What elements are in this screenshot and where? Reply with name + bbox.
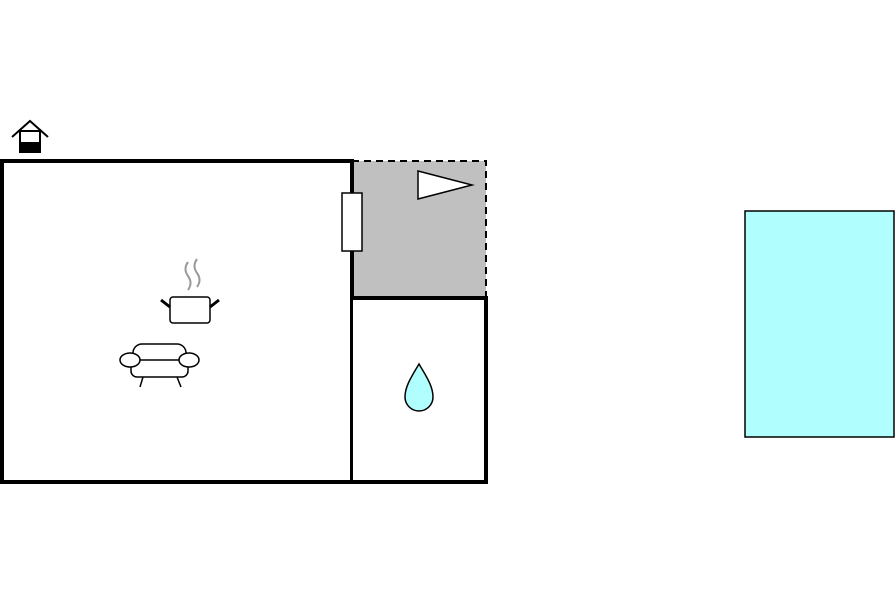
- entrance-icon: [11, 119, 49, 153]
- terrace-door: [341, 192, 363, 252]
- sofa-icon: [119, 343, 200, 388]
- swimming-pool: [744, 210, 895, 438]
- cooking-pot-icon: [160, 258, 220, 324]
- terrace-dashed-edge: [352, 160, 487, 298]
- bathroom-outer-wall: [352, 296, 488, 484]
- water-drop-icon: [404, 362, 434, 412]
- terrace-flag-icon: [417, 170, 475, 200]
